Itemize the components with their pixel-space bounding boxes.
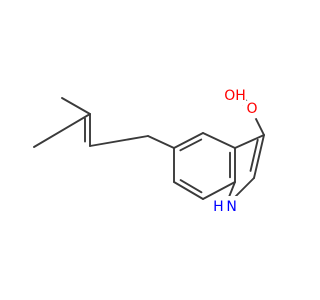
bond-ring-d bbox=[202, 181, 236, 200]
bond-layer bbox=[33, 95, 265, 208]
bond-methyl-1 bbox=[61, 97, 91, 115]
atom-indole-nitrogen: H N bbox=[212, 196, 238, 218]
structure-canvas: O OH H N bbox=[33, 85, 265, 218]
atom-hydroxyl: OH bbox=[222, 85, 246, 105]
bond-ring-a bbox=[173, 132, 204, 149]
atom-hydroxyl-bg bbox=[222, 85, 246, 105]
atom-label-carbonyl-oxygen: O bbox=[246, 101, 257, 117]
bond-ring-e bbox=[173, 181, 204, 200]
bond-ring-a-second bbox=[179, 138, 203, 152]
atom-indole-nitrogen-bg bbox=[212, 196, 238, 218]
atom-carbonyl-oxygen-bg bbox=[242, 99, 262, 119]
bond-pyrrole-b bbox=[253, 134, 265, 179]
bond-ring-e-second bbox=[179, 179, 203, 194]
bond-ring-b bbox=[202, 132, 236, 149]
bond-allyl bbox=[89, 135, 149, 147]
bond-pyrrole-b-second bbox=[249, 138, 259, 172]
bond-benzyl bbox=[147, 135, 175, 149]
atom-label-hydroxyl: OH bbox=[224, 88, 246, 104]
atom-label-indole-nitrogen: H N bbox=[213, 199, 237, 215]
bond-methyl-2 bbox=[33, 113, 91, 148]
bond-pyrrole-a bbox=[234, 134, 265, 149]
atom-carbonyl-oxygen: O bbox=[242, 99, 262, 119]
